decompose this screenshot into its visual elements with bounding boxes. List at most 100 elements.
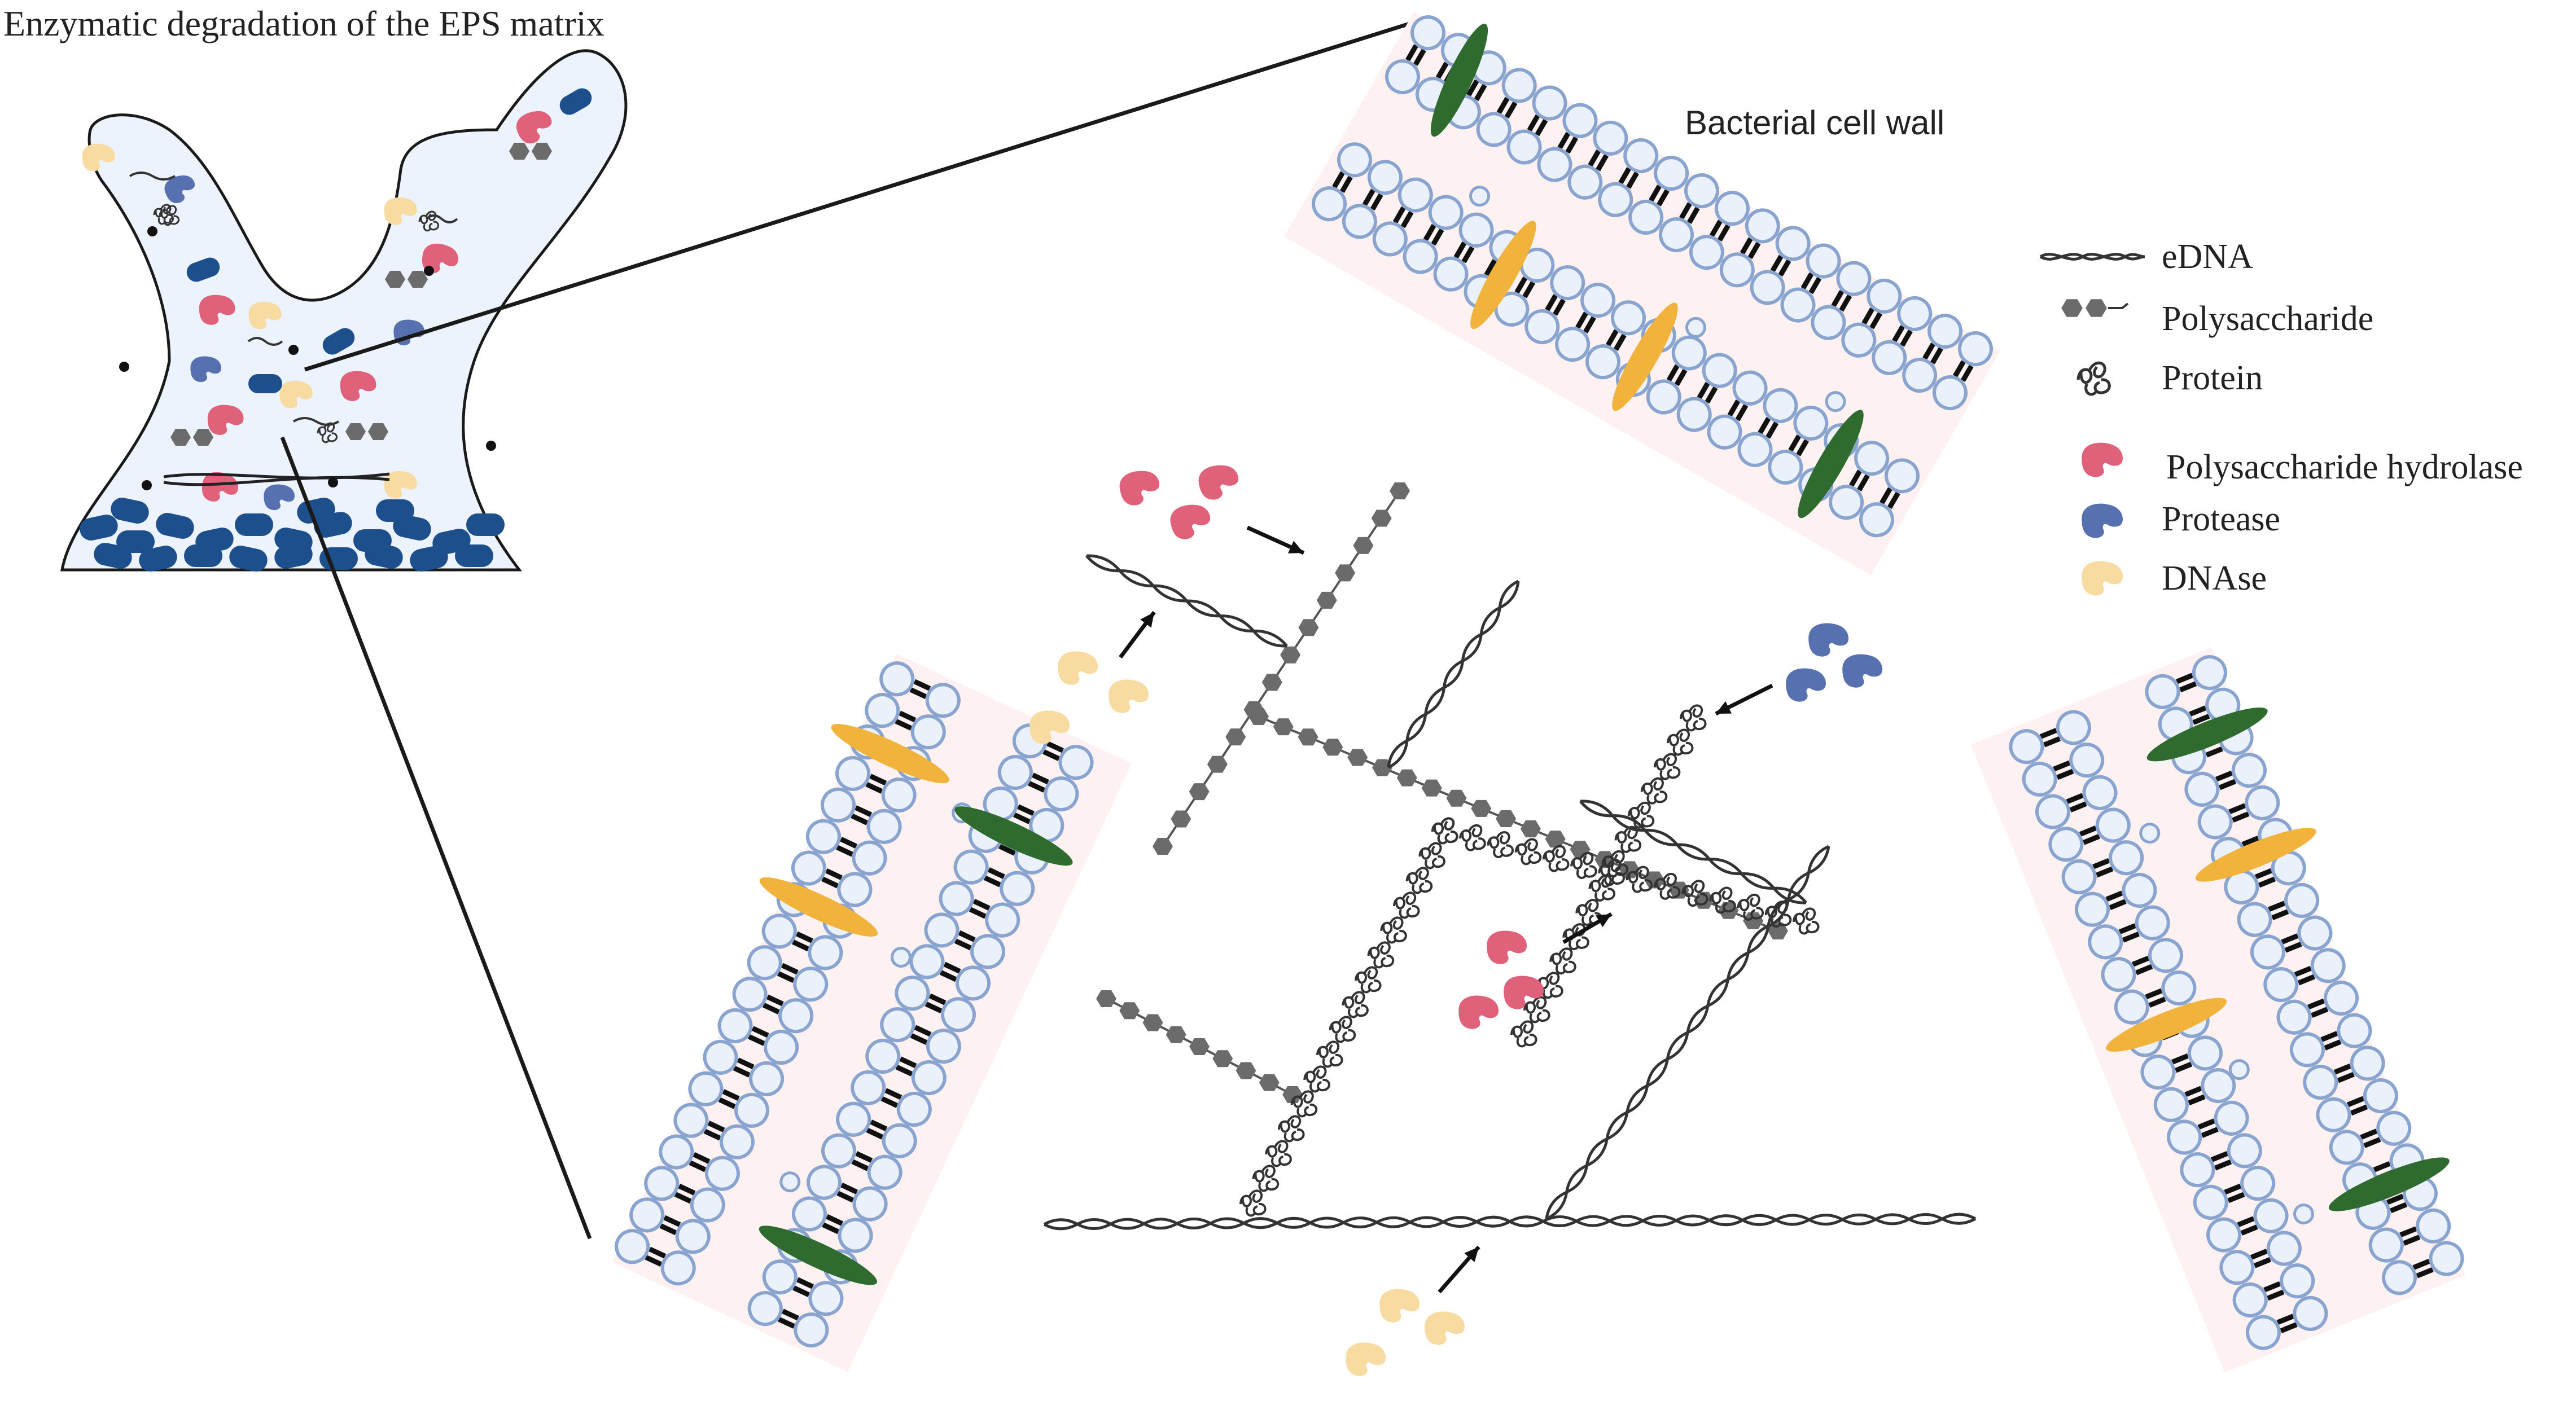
lipid-tail (2284, 942, 2302, 953)
lipid-tail (1679, 202, 1692, 219)
protein-unit (1342, 991, 1369, 1018)
protein-unit (1542, 845, 1570, 872)
lipid-tail (1474, 84, 1487, 102)
lipid-tail (2297, 974, 2315, 986)
lipid-head (2148, 938, 2184, 973)
lipid-head (939, 881, 974, 916)
lipid-tail (1887, 491, 1900, 509)
lipid-head (1555, 327, 1591, 362)
lipid-tail (1831, 289, 1845, 308)
lipid-tail (1545, 294, 1558, 311)
lipid-tail (766, 994, 784, 1007)
lipid-head (2219, 1250, 2255, 1285)
protein-unit (1431, 817, 1458, 845)
lipid-head (852, 1186, 888, 1222)
bacteria-layer (80, 498, 505, 572)
lipid-head (2429, 1241, 2464, 1276)
lipid-head (1745, 208, 1780, 244)
lipid-head (2303, 1065, 2338, 1100)
lipid-head (1654, 156, 1689, 191)
cell-wall-top (1284, 11, 2001, 576)
periplasm-vesicle (2228, 1059, 2250, 1080)
lipid-tail (1553, 298, 1566, 316)
lipid-head (732, 977, 768, 1012)
lipid-head (1714, 191, 1750, 226)
lipid-tail (910, 1033, 928, 1045)
lipid-tail (2232, 811, 2250, 823)
lipid-head (1550, 265, 1585, 301)
lipid-tail (2254, 868, 2273, 880)
edna-strand (247, 337, 283, 346)
lipid-tail (840, 1183, 858, 1194)
bacterium-cell (186, 257, 220, 282)
protein-unit (1680, 704, 1707, 732)
lipid-tail (2192, 714, 2210, 725)
lipid-tail (1514, 276, 1528, 294)
edna-strand (163, 476, 390, 486)
periplasm-vesicle (1685, 317, 1706, 338)
bacterium-cell (80, 515, 118, 541)
lipid-head (1580, 283, 1616, 318)
lipid-tail (914, 1025, 932, 1037)
lipid-head (909, 944, 945, 979)
protein-chain (1239, 817, 1458, 1217)
lipid-tail (983, 875, 1001, 888)
lipid-tail (998, 844, 1017, 856)
lipid-head (911, 1060, 947, 1096)
lipid-head (2140, 1055, 2176, 1090)
lipid-tail (855, 805, 873, 818)
periplasm-vesicle (1469, 186, 1491, 207)
dna-strand (1580, 800, 1807, 904)
lipid-head (659, 1134, 694, 1170)
lipid-tail (2320, 1031, 2338, 1042)
membrane-protein-green (2328, 1157, 2450, 1211)
lipid-head (1567, 164, 1603, 200)
lipid-tail (2399, 1226, 2417, 1238)
lipid-head (924, 912, 960, 948)
lipid-tail (2053, 760, 2071, 772)
lipid-head (747, 945, 782, 981)
lipid-head (956, 965, 991, 1001)
bacterium-cell (559, 88, 592, 115)
lipid-tail (825, 868, 843, 880)
lipid-tail (792, 939, 810, 952)
lipid-tail (1747, 241, 1761, 260)
lipid-tail (1930, 347, 1943, 364)
lipid-tail (2363, 1137, 2381, 1148)
protein-unit (1627, 801, 1655, 829)
lipid-head (1433, 256, 1469, 292)
lipid-head (1646, 379, 1681, 415)
lipid-tail (1017, 804, 1035, 816)
legend-dnase-label: DNAse (2162, 559, 2267, 598)
lipid-tail (2215, 770, 2233, 782)
dna-strand (1086, 554, 1287, 648)
lipid-head (2201, 1068, 2236, 1104)
lipid-tail (1370, 193, 1383, 211)
lipid-head (1659, 217, 1694, 253)
action-arrow (1246, 525, 1305, 555)
bacterium-cell (184, 544, 222, 567)
lipid-tail (2240, 1224, 2258, 1236)
lipid-head (2316, 1097, 2351, 1132)
lipid-head (926, 1029, 961, 1064)
lipid-tail (1849, 469, 1862, 487)
polysaccharide-unit (1142, 1014, 1163, 1031)
lipid-head (2245, 1315, 2281, 1350)
lipid-head (2048, 827, 2084, 862)
legend-protein-label: Protein (2162, 359, 2263, 397)
bacterium-cell (111, 498, 149, 524)
lipid-head (2022, 761, 2057, 797)
lipid-tail (1869, 312, 1883, 330)
lipid-tail (1431, 228, 1444, 246)
lipid-head (2376, 1110, 2412, 1146)
bacterium-cell (376, 499, 414, 522)
lipid-tail (1046, 741, 1064, 753)
lipid-tail (1796, 439, 1810, 456)
membrane-protein-orange (1470, 221, 1536, 330)
lipid-tail (1800, 272, 1814, 290)
protein-unit (1278, 1115, 1305, 1143)
lipid-tail (2214, 1159, 2232, 1171)
lipid-tail (2263, 1281, 2281, 1293)
lipid-head (1342, 204, 1377, 239)
lipid-head (1872, 340, 1907, 375)
